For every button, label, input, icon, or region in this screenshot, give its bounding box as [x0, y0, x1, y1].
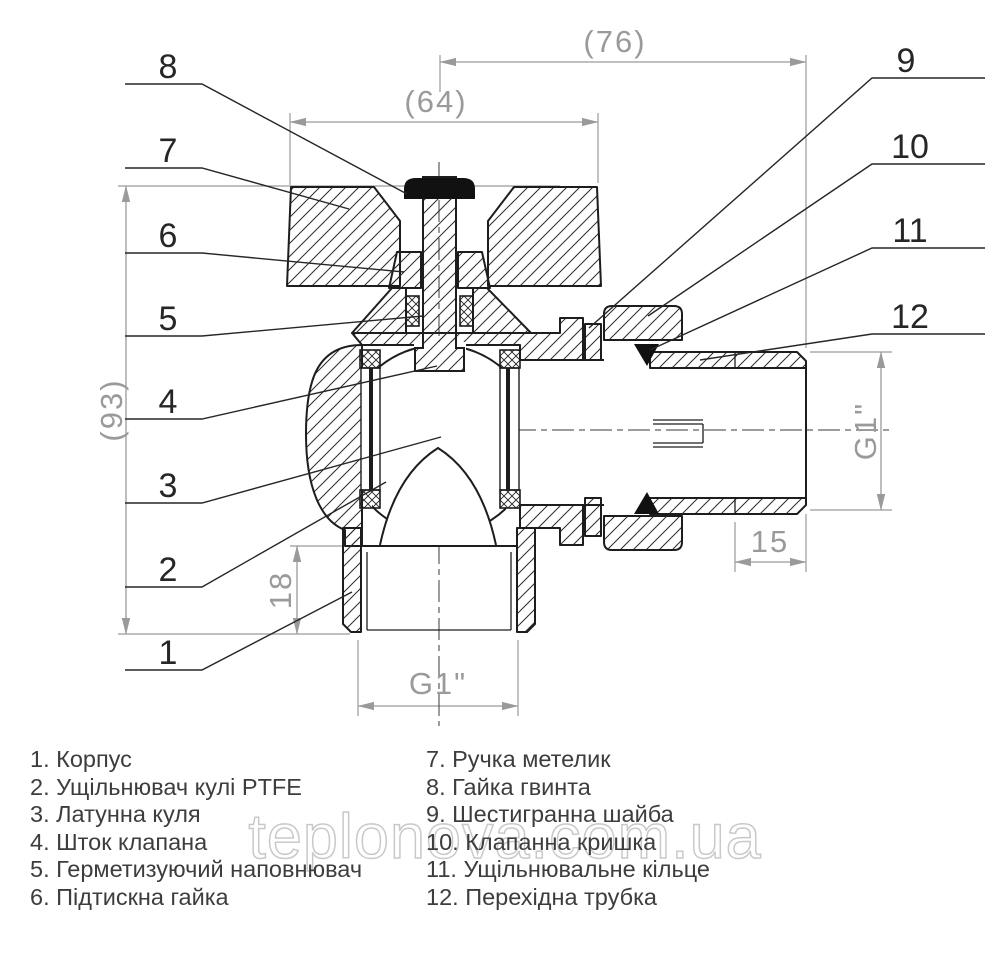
legend-item-5: 5. Герметизуючий наповнювач	[30, 856, 363, 883]
callout-6: 6	[159, 217, 178, 255]
handle-left-wing	[286, 186, 401, 287]
callout-11: 11	[892, 212, 927, 250]
o-rings	[634, 344, 659, 514]
legend-item-2: 2. Ущільнювач кулі PTFE	[30, 773, 302, 800]
legend-item-1: 1. Корпус	[30, 746, 132, 772]
body-port-wall-left	[342, 527, 362, 633]
union-nut-bottom	[603, 515, 683, 551]
legend-item-12: 12. Перехідна трубка	[426, 883, 657, 910]
callout-2: 2	[159, 551, 178, 589]
callout-7: 7	[159, 132, 178, 170]
legend-item-9: 9. Шестигранна шайба	[426, 801, 674, 828]
seat-seal-top-left	[359, 349, 381, 369]
gland-nut-right	[457, 251, 491, 289]
legend-right-column: 7. Ручка метелик 8. Гайка гвинта 9. Шест…	[426, 746, 710, 912]
legend-item-10: 10. Клапанна кришка	[426, 828, 657, 855]
callout-4: 4	[159, 383, 178, 421]
body-left-dome	[305, 344, 363, 547]
legend-item-8: 8. Гайка гвинта	[426, 773, 591, 800]
o-ring-bottom	[634, 492, 659, 514]
callout-9: 9	[897, 42, 916, 80]
dim-76: (76)	[583, 24, 646, 59]
legend-item-11: 11. Ущільнювальне кільце	[426, 856, 710, 883]
packing-left	[405, 295, 420, 327]
seat-seal-bottom-right	[499, 489, 521, 509]
bore-arch	[379, 446, 497, 546]
dim-64: (64)	[404, 84, 467, 119]
union-nut-top	[603, 305, 683, 341]
callout-3: 3	[159, 467, 178, 505]
callout-8: 8	[159, 48, 178, 86]
body-port-wall-right	[516, 527, 536, 633]
dim-15: 15	[751, 524, 789, 559]
dim-18: 18	[263, 571, 298, 609]
handle-right-wing	[487, 186, 602, 287]
packing-right	[459, 295, 474, 327]
adapter-tube-bottom-wall	[649, 497, 807, 515]
hex-washer-top	[584, 323, 602, 361]
valve-cross-section-drawing: 8 7 6 5 4 3 2 1 9 10 11 12 (76) (64) (93…	[94, 24, 985, 726]
hex-washer-bottom	[584, 497, 602, 537]
callout-12: 12	[891, 298, 929, 336]
callout-leader-lines	[125, 77, 985, 671]
legend-item-4: 4. Шток клапана	[30, 828, 208, 855]
callout-numbers: 8 7 6 5 4 3 2 1 9 10 11 12	[159, 42, 929, 672]
legend-item-3: 3. Латунна куля	[30, 801, 201, 828]
seat-seal-top-right	[499, 349, 521, 369]
neck-left	[351, 287, 407, 334]
valve-stem	[414, 176, 465, 372]
callout-10: 10	[891, 128, 929, 166]
legend-left-column: 1. Корпус 2. Ущільнювач кулі PTFE 3. Лат…	[30, 746, 362, 912]
dim-93: (93)	[94, 378, 129, 441]
gland-nut-left	[388, 251, 422, 289]
legend-item-6: 6. Підтискна гайка	[30, 883, 229, 910]
stem-screw-nut	[404, 178, 475, 199]
legend-item-7: 7. Ручка метелик	[426, 746, 611, 772]
ball-chamber	[359, 342, 521, 546]
dimension-labels: (76) (64) (93) 18 15 G1" G1"	[94, 24, 883, 701]
dimension-lines	[121, 57, 886, 711]
callout-5: 5	[159, 300, 178, 338]
neck-right	[472, 287, 532, 334]
seat-seal-bottom-left	[359, 489, 381, 509]
valve-body-sections	[286, 186, 807, 633]
callout-1: 1	[159, 634, 178, 672]
adapter-tube-top-wall	[649, 351, 807, 369]
dim-g1-bottom: G1"	[409, 666, 467, 701]
dim-g1-right: G1"	[848, 402, 883, 460]
thread-and-edge-lines	[361, 352, 807, 631]
